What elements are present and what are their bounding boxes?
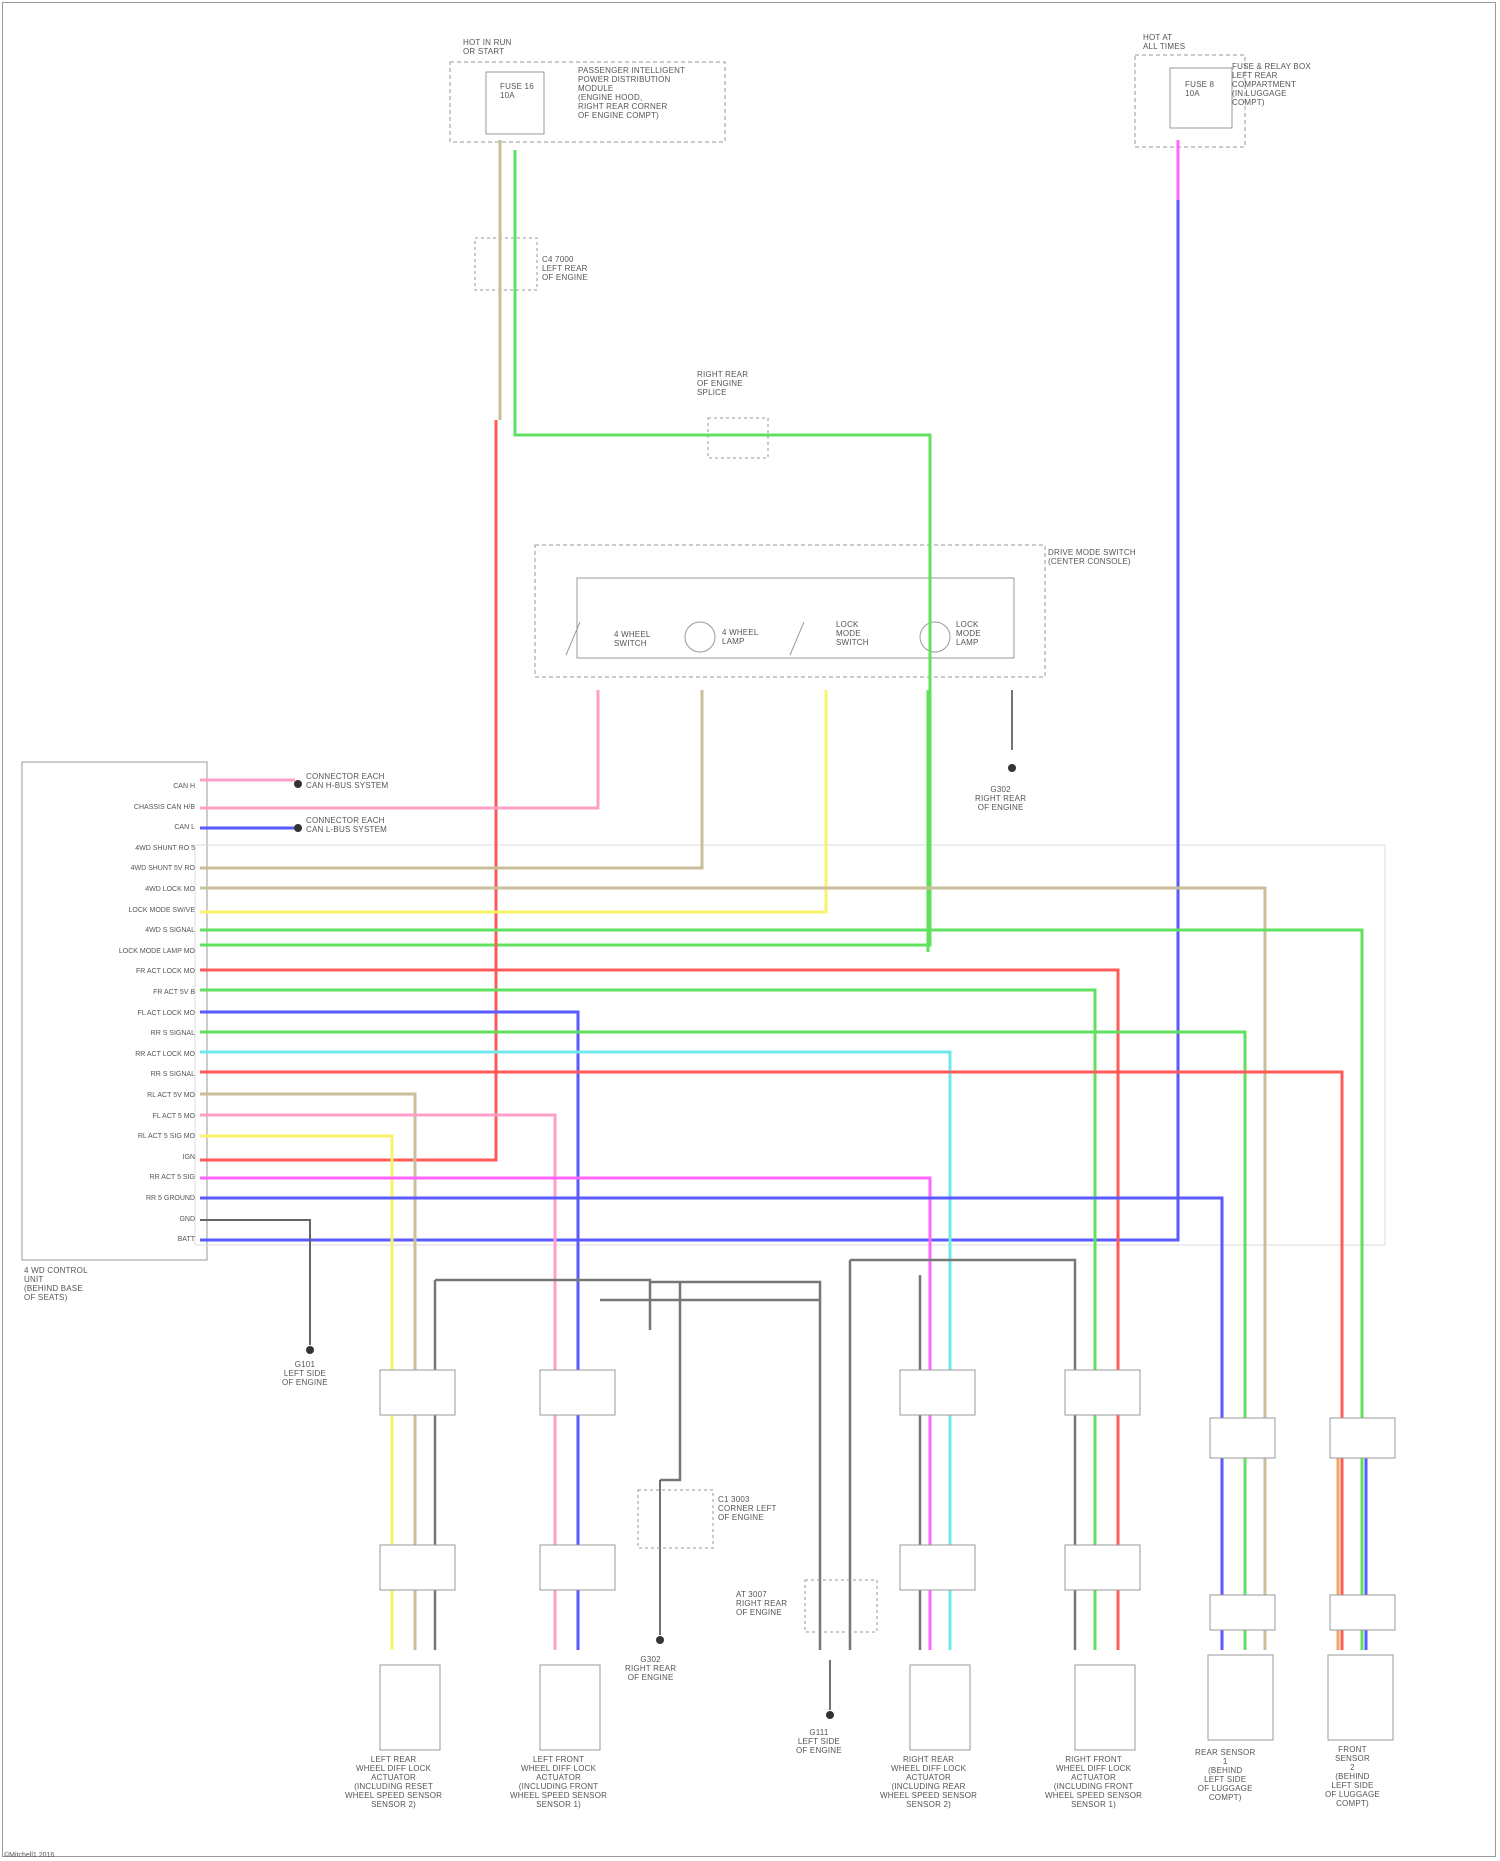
pin-label: FL ACT LOCK MO <box>45 1010 195 1018</box>
control-unit-label: 4 WD CONTROL UNIT (BEHIND BASE OF SEATS) <box>24 1266 88 1302</box>
pin-label: 4WD SHUNT 5V RO <box>45 865 195 873</box>
pin-label: FR ACT 5V B <box>45 989 195 997</box>
sw-4wd-label: 4 WHEEL SWITCH <box>614 630 651 648</box>
fuse-left-desc: PASSENGER INTELLIGENT POWER DISTRIBUTION… <box>578 66 685 120</box>
connector-c4 <box>475 238 537 290</box>
fuse-box-right-title: HOT AT ALL TIMES <box>1143 33 1185 51</box>
pin-label: GND <box>45 1216 195 1224</box>
pin-label: LOCK MODE SW/VE <box>45 907 195 915</box>
ground-bottom-label: G111 LEFT SIDE OF ENGINE <box>796 1728 842 1755</box>
splice-top <box>708 418 768 458</box>
pin-label: IGN <box>45 1154 195 1162</box>
pin-label: FR ACT LOCK MO <box>45 968 195 976</box>
sw-4wd-lamp-label: 4 WHEEL LAMP <box>722 628 759 646</box>
pin-label: 4WD SHUNT RO 5 <box>45 845 195 853</box>
pin-label: RR S SIGNAL <box>45 1030 195 1038</box>
sw-lock-lamp-label: LOCK MODE LAMP <box>956 620 981 647</box>
pin-label: 4WD S SIGNAL <box>45 927 195 935</box>
actuator-lf-label: LEFT REAR WHEEL DIFF LOCK ACTUATOR (INCL… <box>345 1755 442 1809</box>
fuse-box-right <box>1135 55 1245 147</box>
pin-label: RL ACT 5 SIG MO <box>45 1133 195 1141</box>
fuse-box-left-title: HOT IN RUN OR START <box>463 38 512 56</box>
lamp-icon <box>920 622 950 652</box>
sensor-rear-label: REAR SENSOR 1 (BEHIND LEFT SIDE OF LUGGA… <box>1195 1748 1255 1802</box>
sensor-front-label: FRONT SENSOR 2 (BEHIND LEFT SIDE OF LUGG… <box>1325 1745 1380 1808</box>
actuator-lr-label: LEFT FRONT WHEEL DIFF LOCK ACTUATOR (INC… <box>510 1755 607 1809</box>
splice-mid2-label: AT 3007 RIGHT REAR OF ENGINE <box>736 1590 787 1617</box>
ground-cu-label: G101 LEFT SIDE OF ENGINE <box>282 1360 328 1387</box>
pin-label: CAN H <box>45 783 195 791</box>
pin-label: RR S SIGNAL <box>45 1071 195 1079</box>
splice-top-label: RIGHT REAR OF ENGINE SPLICE <box>697 370 748 397</box>
canbus-hi-label: CONNECTOR EACH CAN H-BUS SYSTEM <box>306 772 388 790</box>
ground-mid-label: G302 RIGHT REAR OF ENGINE <box>625 1655 676 1682</box>
fuse-left-text: FUSE 16 10A <box>500 82 534 100</box>
pin-label: 4WD LOCK MO <box>45 886 195 894</box>
pin-label: CAN L <box>45 824 195 832</box>
splice-mid-label: C1 3003 CORNER LEFT OF ENGINE <box>718 1495 777 1522</box>
pin-label: RR ACT 5 SIG <box>45 1174 195 1182</box>
footer-credit: ©Mitchell1 2016 <box>4 1852 54 1859</box>
ground-switch-label: G302 RIGHT REAR OF ENGINE <box>975 785 1026 812</box>
pin-label: LOCK MODE LAMP MO <box>45 948 195 956</box>
fuse-right-desc: FUSE & RELAY BOX LEFT REAR COMPARTMENT (… <box>1232 62 1311 107</box>
connector-blocks <box>380 1370 1395 1630</box>
pin-label: FL ACT 5 MO <box>45 1113 195 1121</box>
actuator-rr-label: RIGHT REAR WHEEL DIFF LOCK ACTUATOR (INC… <box>880 1755 977 1809</box>
pin-label: RR 5 GROUND <box>45 1195 195 1203</box>
switch-module-label: DRIVE MODE SWITCH (CENTER CONSOLE) <box>1048 548 1136 566</box>
lamp-icon <box>685 622 715 652</box>
pin-label: BATT <box>45 1236 195 1244</box>
actuator-rf-label: RIGHT FRONT WHEEL DIFF LOCK ACTUATOR (IN… <box>1045 1755 1142 1809</box>
sw-lock-label: LOCK MODE SWITCH <box>836 620 869 647</box>
canbus-lo-label: CONNECTOR EACH CAN L-BUS SYSTEM <box>306 816 387 834</box>
fuse-right-text: FUSE 8 10A <box>1185 80 1214 98</box>
drive-mode-switch-module <box>535 545 1045 677</box>
pin-label: RR ACT LOCK MO <box>45 1051 195 1059</box>
pin-label: CHASSIS CAN H/B <box>45 804 195 812</box>
actuator-boxes <box>380 1655 1393 1750</box>
pin-label: RL ACT 5V MO <box>45 1092 195 1100</box>
connector-c4-label: C4 7000 LEFT REAR OF ENGINE <box>542 255 588 282</box>
